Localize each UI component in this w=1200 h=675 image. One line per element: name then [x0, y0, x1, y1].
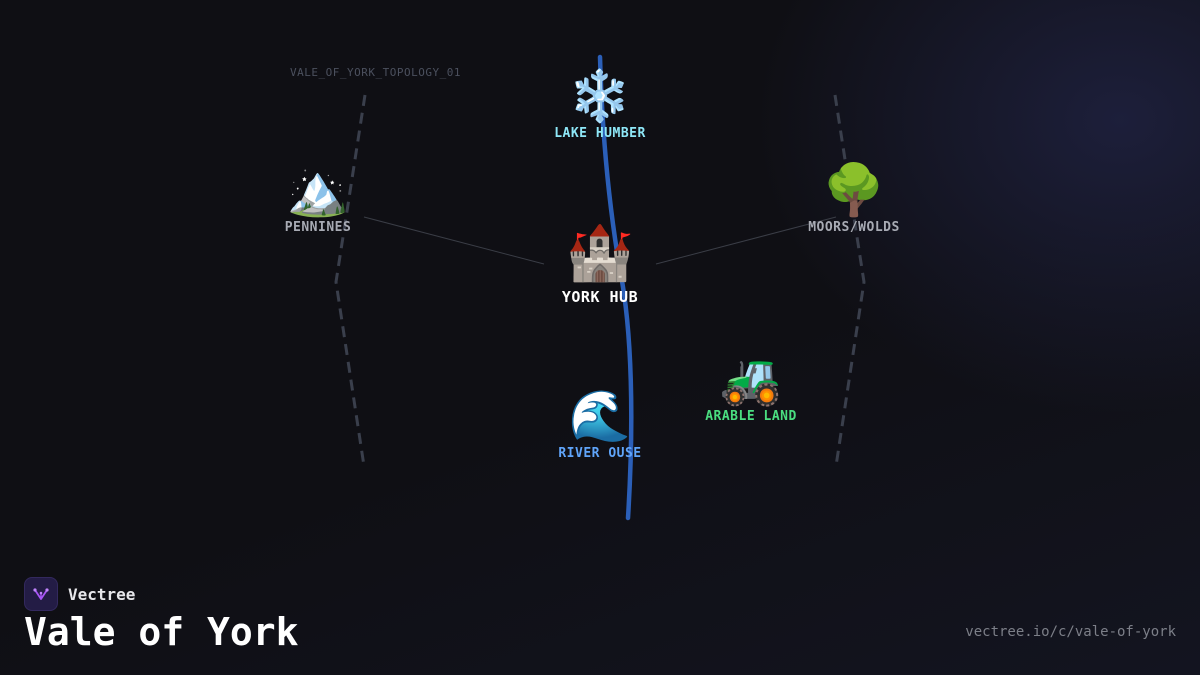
snowflake-icon: ❄️	[568, 67, 632, 125]
node-label: ARABLE LAND	[705, 409, 797, 424]
node-moors-wolds[interactable]: 🌳 MOORS/WOLDS	[808, 162, 900, 235]
node-label: YORK HUB	[561, 288, 639, 306]
node-label: MOORS/WOLDS	[808, 220, 900, 235]
link-moors-york	[655, 216, 837, 265]
node-label: RIVER OUSE	[558, 446, 642, 461]
node-york-hub[interactable]: 🏰 YORK HUB	[561, 221, 639, 307]
node-pennines[interactable]: 🏔️ PENNINES	[285, 162, 352, 235]
topology-id: VALE_OF_YORK_TOPOLOGY_01	[290, 66, 461, 79]
page-url[interactable]: vectree.io/c/vale-of-york	[965, 624, 1176, 640]
node-arable-land[interactable]: 🚜 ARABLE LAND	[705, 351, 797, 424]
mountain-icon: 🏔️	[286, 161, 350, 219]
west-boundary-line	[334, 94, 367, 467]
river-ouse-line	[597, 54, 634, 521]
node-lake-humber[interactable]: ❄️ LAKE HUMBER	[554, 68, 646, 141]
wave-icon: 🌊	[568, 387, 632, 445]
node-label: PENNINES	[284, 220, 352, 235]
tractor-icon: 🚜	[719, 350, 783, 408]
tree-icon: 🌳	[822, 161, 886, 219]
castle-icon: 🏰	[566, 221, 634, 284]
node-river-ouse[interactable]: 🌊 RIVER OUSE	[558, 388, 641, 461]
brand[interactable]: Vectree	[24, 577, 135, 611]
link-pennines-york	[363, 216, 545, 265]
vectree-logo-icon	[24, 577, 58, 611]
page-title: Vale of York	[24, 610, 299, 654]
east-boundary-line	[833, 94, 866, 467]
node-label: LAKE HUMBER	[554, 126, 646, 141]
brand-name: Vectree	[68, 584, 136, 604]
